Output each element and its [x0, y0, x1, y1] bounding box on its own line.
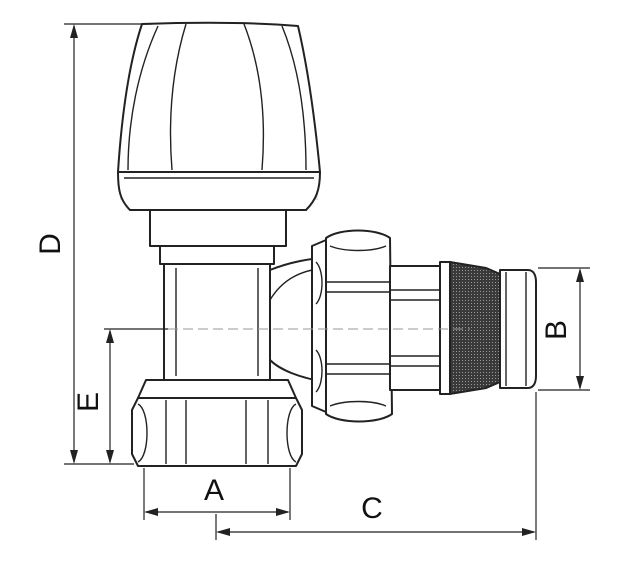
- dimension-label-a: A: [204, 474, 224, 507]
- bonnet-neck: [149, 209, 287, 265]
- valve-body: [137, 257, 327, 399]
- dimension-e: [104, 328, 168, 464]
- dimension-label-e: E: [72, 392, 105, 412]
- dimension-a: [143, 468, 291, 520]
- handwheel-knob: [117, 21, 321, 211]
- bottom-hex-nut: [131, 397, 303, 467]
- dimension-c: [215, 392, 537, 540]
- dimension-b: [538, 267, 590, 391]
- side-hex-nut: [311, 229, 393, 423]
- connector-tail: [389, 260, 537, 396]
- dimension-label-c: C: [361, 492, 383, 525]
- dimension-label-d: D: [34, 233, 67, 255]
- dimension-d: [64, 23, 152, 465]
- dimension-label-b: B: [540, 320, 573, 340]
